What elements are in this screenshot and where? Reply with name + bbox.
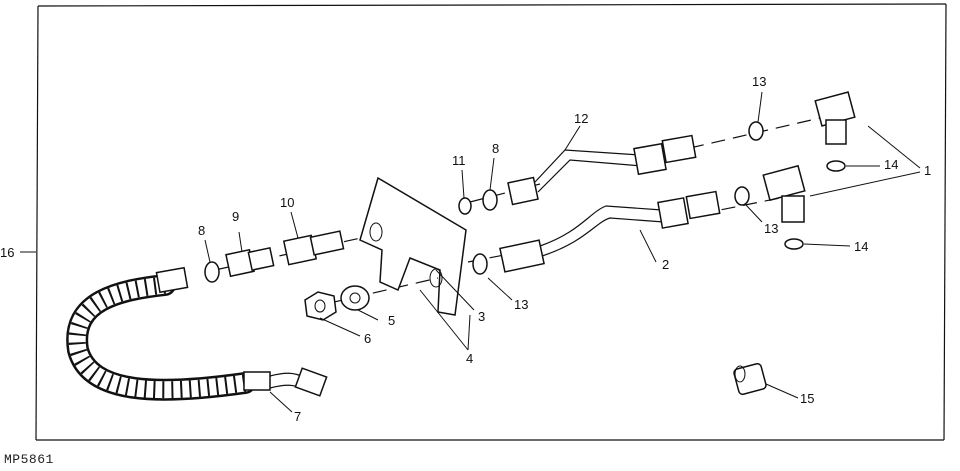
callout-9: 9 (232, 209, 240, 224)
callout-3: 3 (478, 309, 486, 324)
nut-and-washer (304, 285, 370, 321)
adapter (733, 362, 767, 396)
left-fittings (204, 230, 345, 283)
elbow-fittings (762, 91, 856, 223)
assembly-lines (214, 117, 821, 304)
callout-16: 16 (0, 245, 15, 260)
callout-5: 5 (388, 313, 396, 328)
callout-12: 12 (574, 111, 589, 126)
o-rings (734, 121, 846, 250)
callout-4: 4 (466, 351, 474, 366)
bracket (359, 176, 467, 316)
callout-6: 6 (364, 331, 372, 346)
upper-rings (458, 189, 498, 215)
upper-tube (507, 134, 697, 206)
callout-7: 7 (294, 409, 302, 424)
lower-tube (472, 190, 721, 275)
callout-13-top: 13 (752, 74, 767, 89)
callout-1: 1 (924, 163, 932, 178)
frame (35, 3, 947, 441)
callout-14-top: 14 (884, 157, 899, 172)
figure-code: MP5861 (4, 452, 54, 467)
callout-10: 10 (280, 195, 295, 210)
callout-8-right: 8 (492, 141, 500, 156)
leader-lines (20, 91, 921, 413)
callout-13-middle: 13 (764, 221, 779, 236)
callout-8-left: 8 (198, 223, 206, 238)
callout-2: 2 (662, 257, 670, 272)
braided-hose (66, 266, 328, 401)
callout-13-bottom: 13 (514, 297, 529, 312)
callout-15: 15 (800, 391, 815, 406)
callout-11: 11 (452, 153, 466, 168)
callout-14-bottom: 14 (854, 239, 869, 254)
